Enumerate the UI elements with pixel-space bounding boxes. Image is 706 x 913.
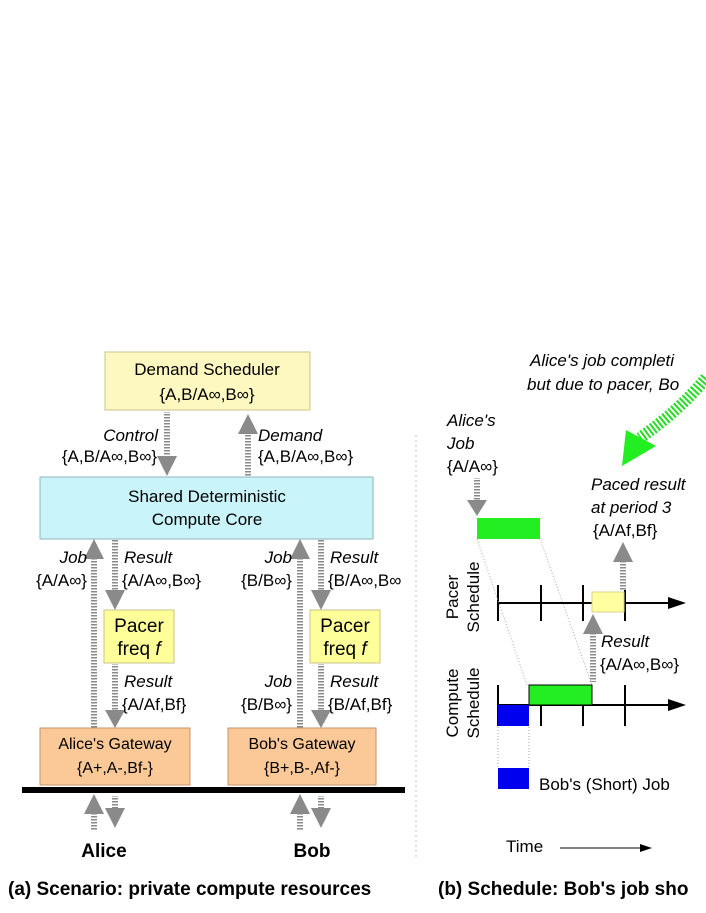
alice-job-label: Job [59, 548, 87, 567]
bob-result-label: Result [330, 548, 379, 567]
bob-client-arrows [290, 794, 331, 830]
bob-job-arrow [290, 539, 310, 730]
paced-result-arrow [613, 542, 633, 590]
caption-a: (a) Scenario: private compute resources [8, 879, 371, 900]
bob-job-compute-block [498, 705, 529, 726]
bob-job-label: Job [264, 548, 292, 567]
control-label: Control [103, 426, 159, 445]
caption-b: (b) Schedule: Bob's job sho [438, 879, 688, 900]
note-line2: but due to pacer, Bo [527, 375, 679, 394]
alice-client-arrows [84, 794, 125, 830]
bob-result-arrow [311, 540, 331, 610]
bob-short-job-label: Bob's (Short) Job [539, 775, 670, 794]
result-r-set: {A/A∞,B∞} [600, 655, 679, 674]
paced-line1: Paced result [591, 475, 687, 494]
alice-lower-result-set: {A/Af,Bf} [122, 695, 187, 714]
paced-line2: at period 3 [591, 498, 672, 517]
pacer-bob-var: f [361, 639, 368, 660]
alice-gateway-set: {A+,A-,Bf-} [77, 760, 154, 777]
alice-lower-result-arrow [105, 664, 125, 728]
alice-job-arrow [84, 539, 104, 730]
connector-lines [476, 538, 593, 768]
demand-scheduler-set: {A,B/A∞,B∞} [159, 385, 254, 404]
alice-job-r-set: {A/A∞} [447, 457, 498, 476]
alice-gateway-title: Alice's Gateway [58, 736, 171, 753]
alice-job-r-line2: Job [446, 434, 474, 453]
bob-lower-result-label: Result [330, 672, 379, 691]
compute-schedule-label-2: Schedule [464, 668, 483, 739]
bob-job-set: {B/B∞} [241, 571, 292, 590]
note-line1: Alice's job completi [529, 351, 675, 370]
pacer-alice-freq: freq [117, 639, 155, 660]
alice-job-set: {A/A∞} [36, 571, 87, 590]
alice-job-block [477, 518, 540, 539]
green-curved-arrow [622, 374, 706, 466]
paced-result-block [591, 591, 625, 613]
alice-job-r-line1: Alice's [446, 411, 496, 430]
pacer-alice-var: f [155, 639, 162, 660]
paced-set: {A/Af,Bf} [593, 521, 658, 540]
bob-gateway-box: Bob's Gateway {B+,B-,Af-} [227, 727, 377, 786]
alice-job-r-arrow [467, 478, 487, 516]
bob-gateway-set: {B+,B-,Af-} [264, 760, 341, 777]
demand-label: Demand [258, 426, 323, 445]
pacer-schedule-label-1: Pacer [443, 574, 462, 619]
demand-arrow [238, 414, 258, 478]
network-bar [22, 787, 405, 793]
alice-name: Alice [81, 841, 126, 862]
bob-lower-result-set: {B/Af,Bf} [328, 695, 393, 714]
result-r-label: Result [601, 632, 650, 651]
time-label: Time [506, 837, 543, 856]
demand-scheduler-title: Demand Scheduler [134, 360, 280, 379]
result-r-arrow [583, 614, 603, 682]
bob-result-set: {B/A∞,B∞ [328, 571, 401, 590]
pacer-schedule-label-2: Schedule [464, 562, 483, 633]
time-arrow [560, 844, 652, 852]
pacer-box-bob: Pacer freq f [309, 609, 381, 664]
alice-result-label: Result [124, 548, 173, 567]
alice-job-compute-block [528, 684, 593, 706]
control-set: {A,B/A∞,B∞} [62, 447, 157, 466]
svg-text:freq f: freq f [323, 639, 368, 660]
bob-short-job-swatch [498, 768, 529, 789]
pacer-box-alice: Pacer freq f [103, 609, 175, 664]
demand-set: {A,B/A∞,B∞} [258, 447, 353, 466]
pacer-bob-title: Pacer [320, 616, 370, 637]
compute-core-box: Shared Deterministic Compute Core [39, 476, 374, 540]
alice-result-set: {A/A∞,B∞} [122, 571, 201, 590]
demand-scheduler-box: Demand Scheduler {A,B/A∞,B∞} [104, 351, 311, 411]
bob-lower-job-set: {B/B∞} [241, 695, 292, 714]
bob-lower-result-arrow [311, 664, 331, 728]
svg-text:freq f: freq f [117, 639, 162, 660]
alice-gateway-box: Alice's Gateway {A+,A-,Bf-} [39, 727, 191, 786]
alice-result-arrow [105, 540, 125, 610]
bob-gateway-title: Bob's Gateway [248, 736, 355, 753]
control-arrow [157, 412, 177, 476]
compute-core-subtitle: Compute Core [152, 510, 263, 529]
compute-core-title: Shared Deterministic [128, 487, 286, 506]
alice-lower-result-label: Result [124, 672, 173, 691]
pacer-timeline [497, 585, 686, 621]
bob-lower-job-label: Job [264, 672, 292, 691]
compute-schedule-label-1: Compute [443, 669, 462, 738]
bob-name: Bob [294, 841, 331, 862]
pacer-bob-freq: freq [323, 639, 361, 660]
pacer-alice-title: Pacer [114, 616, 164, 637]
